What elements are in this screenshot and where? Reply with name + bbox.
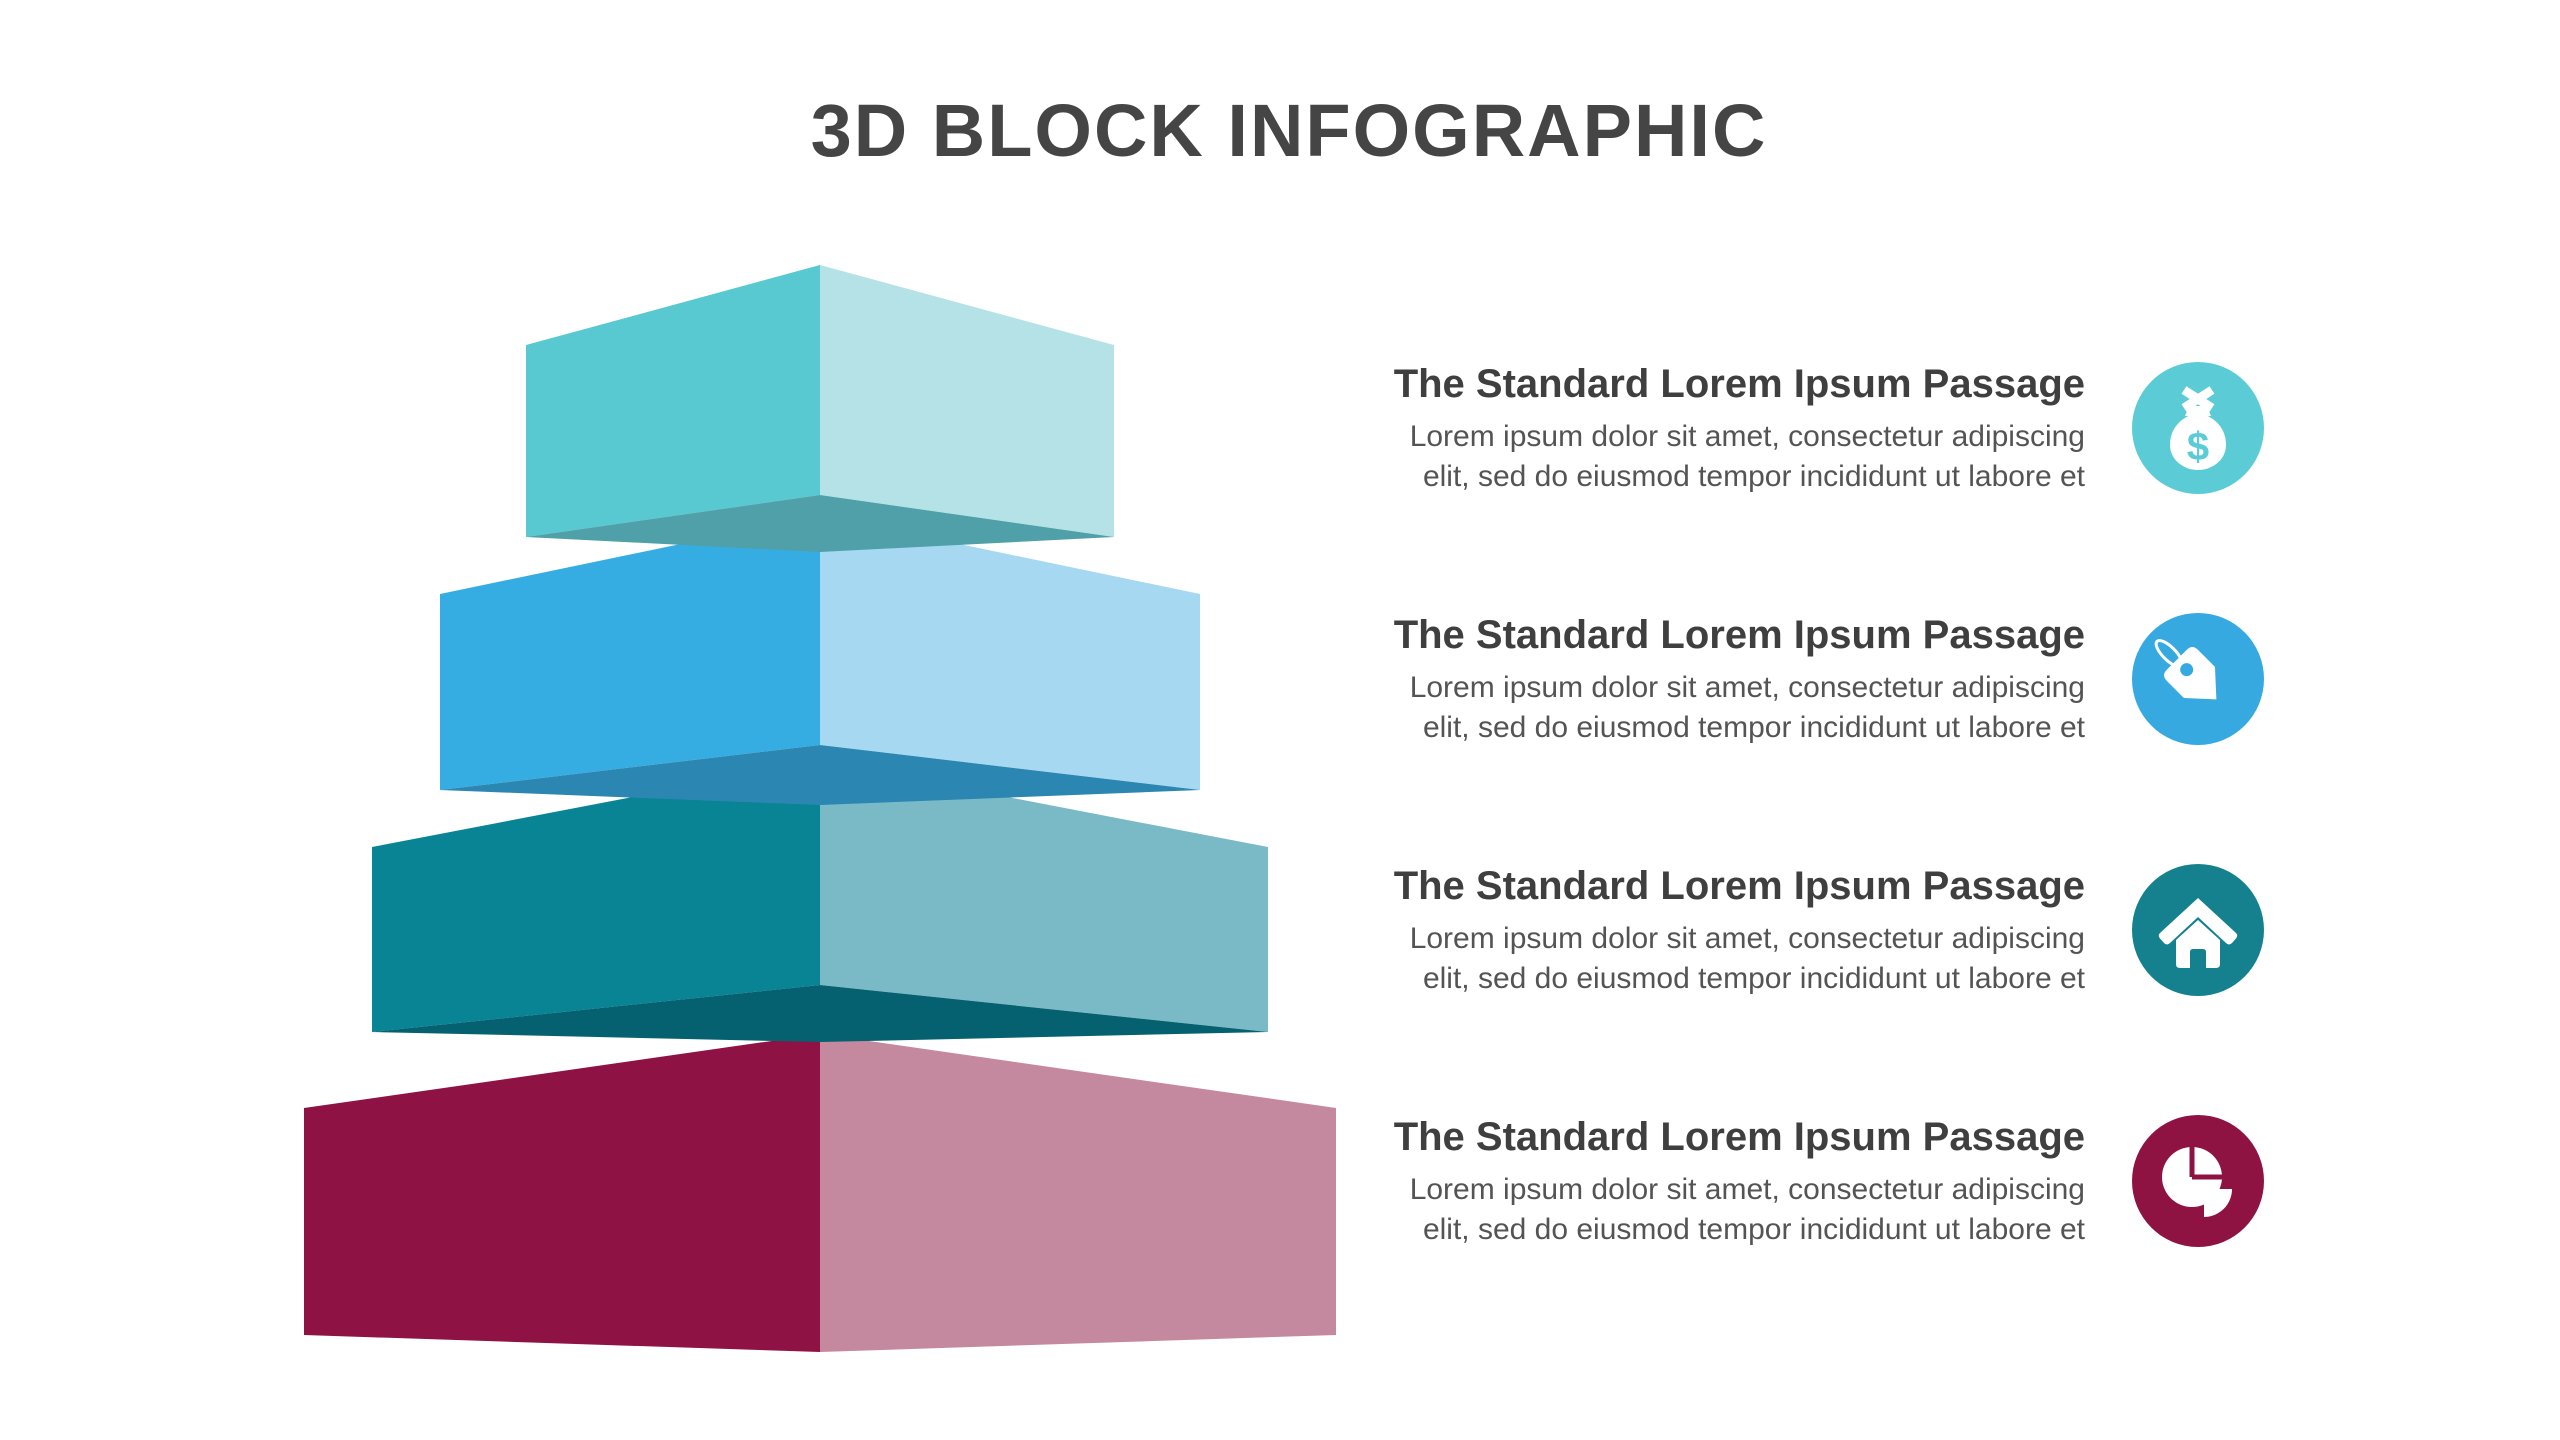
item-3-body-line-1: Lorem ipsum dolor sit amet, consectetur …: [1409, 921, 2085, 955]
item-2-title: The Standard Lorem Ipsum Passage: [1393, 612, 2085, 657]
item-2-body: Lorem ipsum dolor sit amet, consectetur …: [1394, 668, 2085, 748]
item-4-title: The Standard Lorem Ipsum Passage: [1393, 1114, 2085, 1159]
item-1-body-line-2: elit, sed do eiusmod tempor incididunt u…: [1422, 459, 2085, 493]
item-2-body-line-2: elit, sed do eiusmod tempor incididunt u…: [1422, 710, 2085, 744]
pyramid-block-3: [372, 761, 1268, 1042]
item-2-text: The Standard Lorem Ipsum Passage Lorem i…: [1394, 611, 2085, 748]
money-bag-icon: $: [2132, 362, 2264, 494]
list-item-3: The Standard Lorem Ipsum Passage Lorem i…: [1300, 855, 2264, 1005]
item-1-title: The Standard Lorem Ipsum Passage: [1393, 361, 2085, 406]
item-4-text: The Standard Lorem Ipsum Passage Lorem i…: [1394, 1113, 2085, 1250]
block-1-left-face: [526, 265, 820, 537]
item-3-body-line-2: elit, sed do eiusmod tempor incididunt u…: [1422, 961, 2085, 995]
block-1-right-face: [820, 265, 1114, 537]
block-1-bottom-bevel: [526, 495, 1114, 552]
item-3-text: The Standard Lorem Ipsum Passage Lorem i…: [1394, 862, 2085, 999]
home-icon: [2132, 864, 2264, 996]
pie-chart-icon: [2132, 1115, 2264, 1247]
item-3-title: The Standard Lorem Ipsum Passage: [1393, 863, 2085, 908]
item-1-body: Lorem ipsum dolor sit amet, consectetur …: [1394, 417, 2085, 497]
dollar-symbol: $: [2187, 425, 2209, 469]
list-item-1: The Standard Lorem Ipsum Passage Lorem i…: [1300, 353, 2264, 503]
list-item-4: The Standard Lorem Ipsum Passage Lorem i…: [1300, 1106, 2264, 1256]
list-item-2: The Standard Lorem Ipsum Passage Lorem i…: [1300, 604, 2264, 754]
pyramid-block-1: [526, 265, 1114, 552]
block-4-left-face: [304, 1034, 820, 1352]
item-2-body-line-1: Lorem ipsum dolor sit amet, consectetur …: [1409, 670, 2085, 704]
pyramid-block-4: [304, 1034, 1336, 1352]
block-2-right-face: [820, 515, 1200, 790]
block-4-right-face: [820, 1034, 1336, 1352]
item-4-body-line-1: Lorem ipsum dolor sit amet, consectetur …: [1409, 1172, 2085, 1206]
block-3-bottom-bevel: [372, 985, 1268, 1042]
item-4-body: Lorem ipsum dolor sit amet, consectetur …: [1394, 1170, 2085, 1250]
page-title: 3D BLOCK INFOGRAPHIC: [810, 89, 1768, 172]
item-3-body: Lorem ipsum dolor sit amet, consectetur …: [1394, 919, 2085, 999]
pyramid-block-2: [440, 515, 1200, 805]
block-3-right-face: [820, 761, 1268, 1032]
item-1-body-line-1: Lorem ipsum dolor sit amet, consectetur …: [1409, 419, 2085, 453]
item-1-text: The Standard Lorem Ipsum Passage Lorem i…: [1394, 360, 2085, 497]
price-tag-icon: [2132, 613, 2264, 745]
block-2-bottom-bevel: [440, 745, 1200, 805]
item-4-body-line-2: elit, sed do eiusmod tempor incididunt u…: [1422, 1212, 2085, 1246]
block-2-left-face: [440, 515, 820, 790]
block-3-left-face: [372, 761, 820, 1032]
